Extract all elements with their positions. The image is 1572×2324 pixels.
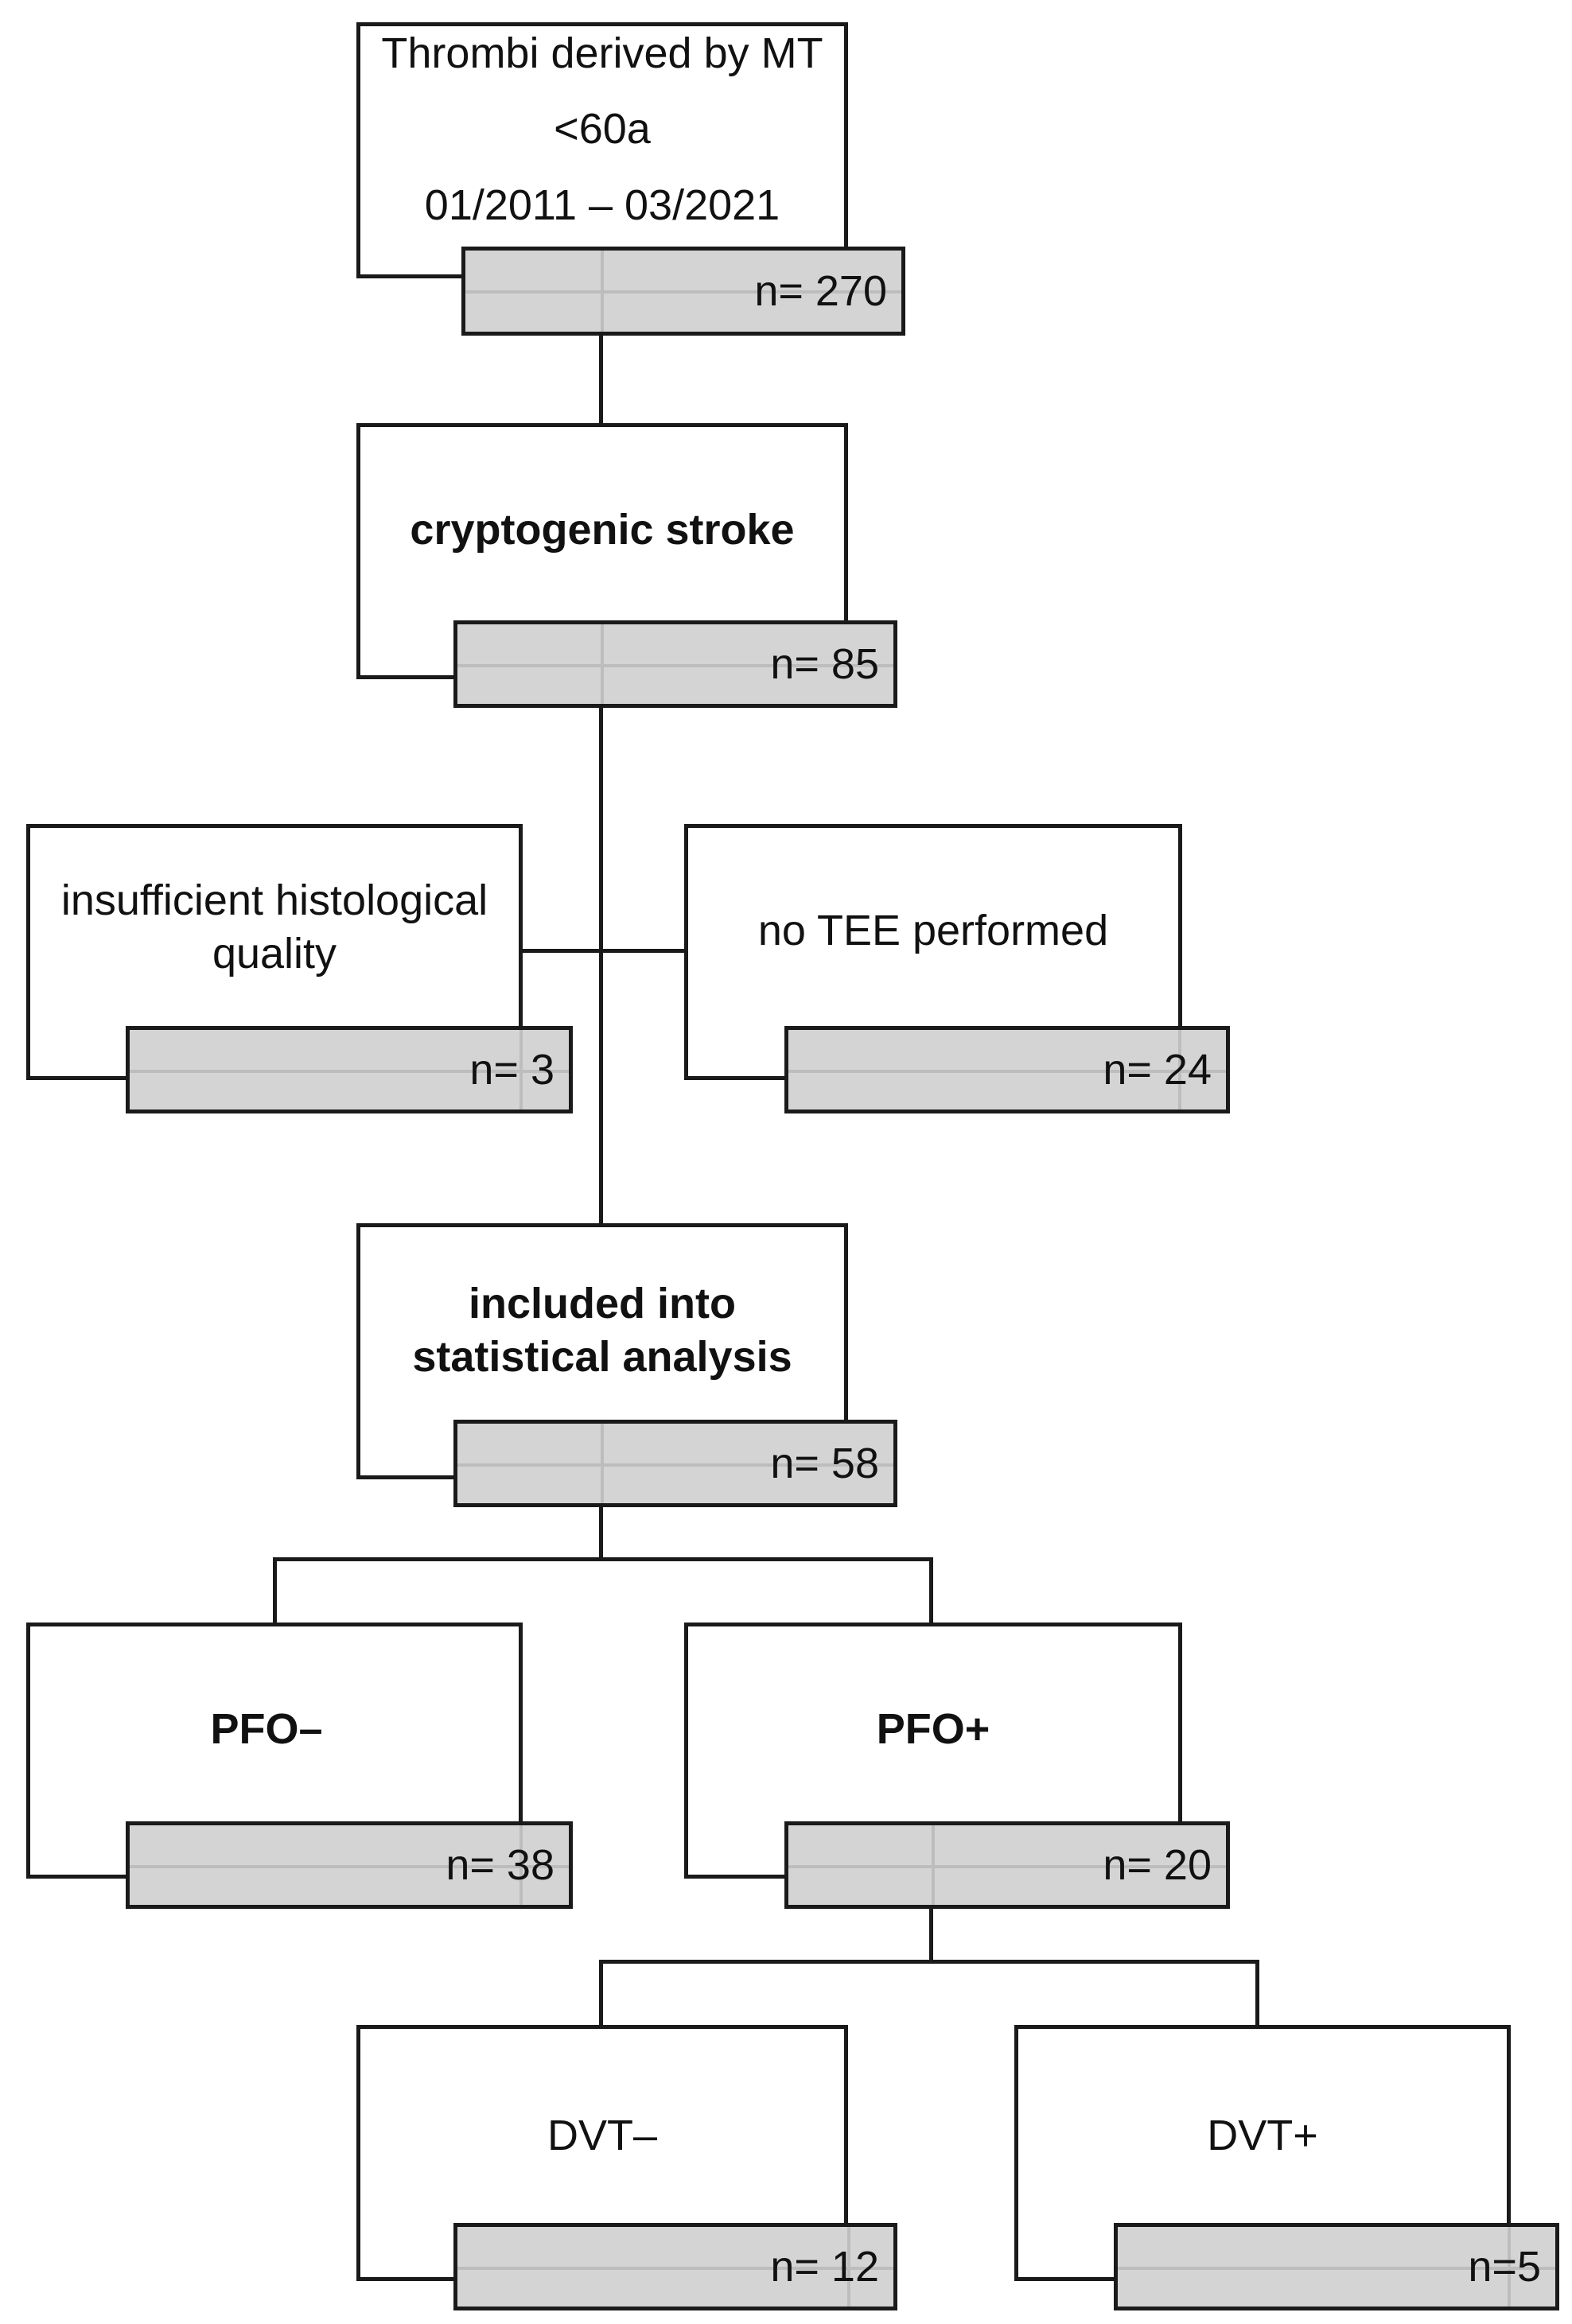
box-insufficient-label: insufficient histological quality: [26, 824, 523, 1031]
count-badge-insufficient: n= 3: [126, 1026, 573, 1113]
connector-cryptogenic-to-included: [599, 706, 603, 1223]
count-badge-no-tee: n= 24: [784, 1026, 1230, 1113]
count-cryptogenic: n= 85: [770, 640, 879, 688]
box-thrombi-derived: [356, 22, 848, 278]
insufficient-line2: quality: [212, 930, 337, 977]
connector-dvt-horizontal: [599, 1960, 1259, 1964]
count-badge-included: n= 58: [453, 1420, 897, 1507]
count-badge-pfo-negative: n= 38: [126, 1821, 573, 1909]
count-no-tee: n= 24: [1103, 1046, 1212, 1094]
count-pfo-negative: n= 38: [446, 1841, 554, 1889]
count-included: n= 58: [770, 1440, 879, 1487]
cryptogenic-line1: cryptogenic stroke: [410, 506, 795, 554]
box-no-tee-label: no TEE performed: [684, 824, 1182, 1039]
box-dvt-positive-label: DVT+: [1014, 2025, 1511, 2248]
no-tee-line1: no TEE performed: [757, 907, 1109, 955]
box-cryptogenic-label: cryptogenic stroke: [356, 423, 848, 638]
connector-pfo-horizontal: [273, 1557, 933, 1561]
connector-pfo-pos-drop: [929, 1557, 933, 1623]
box-pfo-negative-label: PFO–: [26, 1623, 523, 1837]
count-badge-dvt-positive: n=5: [1114, 2223, 1559, 2310]
pfo-positive-line1: PFO+: [876, 1705, 990, 1754]
count-thrombi: n= 270: [754, 267, 887, 315]
count-dvt-negative: n= 12: [770, 2243, 879, 2291]
dvt-negative-line1: DVT–: [547, 2112, 658, 2160]
included-line1: included into: [469, 1279, 736, 1327]
included-line2: statistical analysis: [412, 1333, 792, 1381]
thrombi-line3: 01/2011 – 03/2021: [424, 181, 780, 229]
dvt-positive-line1: DVT+: [1207, 2112, 1318, 2160]
connector-exclusions-horizontal: [519, 949, 684, 953]
box-dvt-negative-label: DVT–: [356, 2025, 848, 2248]
thrombi-line1: Thrombi derived by MT: [381, 29, 823, 77]
count-dvt-positive: n=5: [1468, 2243, 1541, 2291]
connector-dvt-pos-drop: [1255, 1960, 1259, 2025]
count-pfo-positive: n= 20: [1103, 1841, 1212, 1889]
connector-pfo-pos-down: [929, 1904, 933, 1962]
insufficient-line1: insufficient histological: [60, 876, 488, 924]
connector-dvt-neg-drop: [599, 1960, 603, 2025]
connector-top-to-cryptogenic: [599, 334, 603, 423]
count-badge-thrombi: n= 270: [461, 247, 905, 336]
box-included-label: included into statistical analysis: [356, 1223, 848, 1438]
count-badge-pfo-positive: n= 20: [784, 1821, 1230, 1909]
pfo-negative-line1: PFO–: [210, 1705, 323, 1754]
connector-pfo-neg-drop: [273, 1557, 277, 1623]
thrombi-line2: <60a: [554, 105, 651, 154]
box-thrombi-derived-label: Thrombi derived by MT <60a 01/2011 – 03/…: [356, 22, 848, 237]
count-badge-dvt-negative: n= 12: [453, 2223, 897, 2310]
count-insufficient: n= 3: [469, 1046, 554, 1094]
connector-included-down: [599, 1506, 603, 1559]
box-pfo-positive-label: PFO+: [684, 1623, 1182, 1837]
count-badge-cryptogenic: n= 85: [453, 620, 897, 708]
